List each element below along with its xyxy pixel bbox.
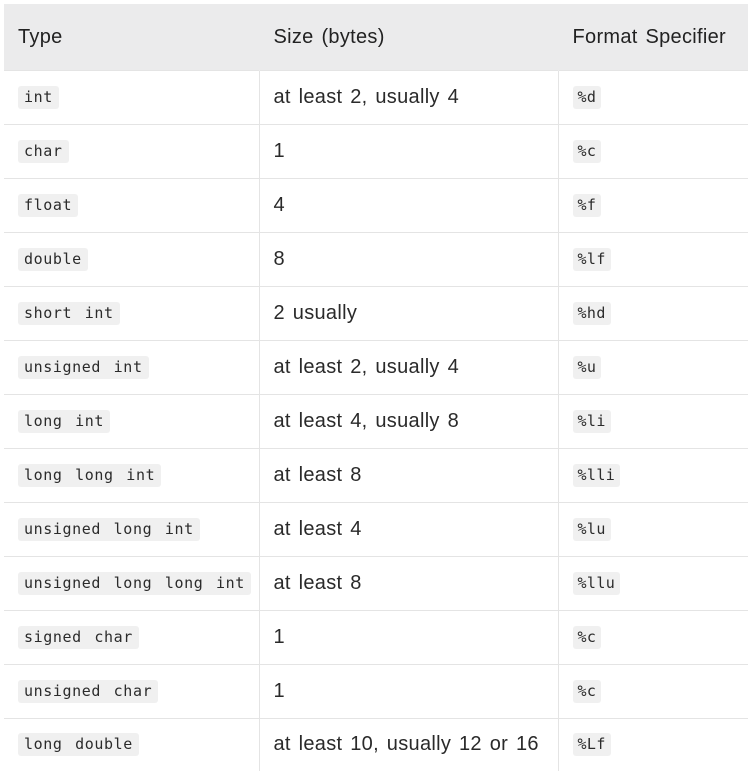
format-specifier-code: %d — [572, 86, 602, 109]
table-body: int at least 2, usually 4 %d char 1 %c float 4%… — [4, 70, 748, 771]
size-text: at least 4, usually 8 — [273, 410, 460, 432]
format-cell: %hd — [557, 286, 748, 341]
format-cell: %d — [557, 70, 748, 125]
type-cell: short int — [4, 286, 259, 341]
type-cell: unsigned char — [4, 664, 259, 719]
type-code: char — [18, 140, 69, 163]
size-cell: 2 usually — [258, 286, 558, 341]
type-code: unsigned long long int — [18, 572, 251, 595]
format-cell: %c — [557, 664, 748, 719]
size-cell: at least 8 — [258, 556, 558, 611]
format-cell: %f — [557, 178, 748, 233]
size-cell: at least 2, usually 4 — [258, 70, 558, 125]
size-cell: 1 — [258, 124, 558, 179]
type-cell: long long int — [4, 448, 259, 503]
format-specifier-code: %c — [572, 680, 602, 703]
type-cell: char — [4, 124, 259, 179]
size-cell: at least 10, usually 12 or 16 — [258, 718, 558, 771]
size-text: at least 2, usually 4 — [273, 86, 460, 108]
size-cell: at least 8 — [258, 448, 558, 503]
type-code: long int — [18, 410, 111, 433]
size-text: at least 8 — [273, 572, 362, 594]
format-cell: %Lf — [557, 718, 748, 771]
size-text: at least 8 — [273, 464, 362, 486]
size-cell: at least 2, usually 4 — [258, 340, 558, 395]
header-type: Type — [18, 25, 63, 48]
type-code: unsigned long int — [18, 518, 200, 541]
table-row: unsigned int at least 2, usually 4 %u — [4, 340, 748, 395]
format-specifier-code: %c — [572, 626, 602, 649]
size-text: 4 — [273, 194, 285, 216]
type-code: int — [18, 86, 59, 109]
size-cell: at least 4 — [258, 502, 558, 557]
format-cell: %lf — [557, 232, 748, 287]
type-code: long long int — [18, 464, 162, 487]
size-text: 8 — [273, 248, 285, 270]
type-code: short int — [18, 302, 120, 325]
size-text: at least 10, usually 12 or 16 — [273, 733, 539, 756]
type-cell: double — [4, 232, 259, 287]
type-cell: long double — [4, 718, 259, 771]
table-row: long long int at least 8 %lli — [4, 448, 748, 503]
format-specifier-code: %llu — [572, 572, 621, 595]
table-row: int at least 2, usually 4 %d — [4, 70, 748, 125]
table-row: double 8 %lf — [4, 232, 748, 287]
header-row: Type Size (bytes) Format Specifier — [4, 4, 748, 71]
type-cell: unsigned int — [4, 340, 259, 395]
header-size: Size (bytes) — [258, 4, 558, 71]
size-text: 1 — [273, 680, 285, 702]
type-code: unsigned char — [18, 680, 159, 703]
data-types-table-container: Type Size (bytes) Format Specifier int at… — [4, 4, 748, 771]
table-row: unsigned long long int at least 8 %llu — [4, 556, 748, 611]
format-specifier-code: %lu — [572, 518, 611, 541]
table-row: long double at least 10, usually 12 or 16… — [4, 718, 748, 771]
size-text: 1 — [273, 140, 285, 162]
format-specifier-code: %lli — [572, 464, 621, 487]
format-cell: %li — [557, 394, 748, 449]
format-specifier-code: %f — [572, 194, 602, 217]
type-code: double — [18, 248, 88, 271]
format-specifier-code: %li — [572, 410, 611, 433]
table-row: unsigned long int at least 4 %lu — [4, 502, 748, 557]
format-cell: %u — [557, 340, 748, 395]
type-cell: unsigned long long int — [4, 556, 259, 611]
table-row: char 1 %c — [4, 124, 748, 179]
size-text: at least 2, usually 4 — [273, 356, 460, 378]
type-code: signed char — [18, 626, 139, 649]
type-cell: long int — [4, 394, 259, 449]
table-header: Type Size (bytes) Format Specifier — [4, 4, 748, 71]
table-row: short int 2 usually %hd — [4, 286, 748, 341]
table-row: float 4 %f — [4, 178, 748, 233]
format-cell: %c — [557, 610, 748, 665]
format-cell: %lu — [557, 502, 748, 557]
size-cell: 4 — [258, 178, 558, 233]
type-code: float — [18, 194, 79, 217]
size-cell: 8 — [258, 232, 558, 287]
type-cell: signed char — [4, 610, 259, 665]
format-specifier-code: %Lf — [572, 733, 611, 757]
type-code: unsigned int — [18, 356, 149, 379]
table-row: long int at least 4, usually 8 %li — [4, 394, 748, 449]
size-cell: 1 — [258, 664, 558, 719]
table-row: unsigned char 1 %c — [4, 664, 748, 719]
size-text: 2 usually — [273, 302, 358, 324]
type-code: long double — [18, 733, 139, 757]
format-cell: %llu — [557, 556, 748, 611]
data-types-table: Type Size (bytes) Format Specifier int at… — [4, 4, 748, 771]
format-cell: %lli — [557, 448, 748, 503]
type-cell: float — [4, 178, 259, 233]
format-specifier-code: %u — [572, 356, 602, 379]
format-specifier-code: %hd — [572, 302, 611, 325]
table-row: signed char 1 %c — [4, 610, 748, 665]
size-cell: at least 4, usually 8 — [258, 394, 558, 449]
format-cell: %c — [557, 124, 748, 179]
format-specifier-code: %lf — [572, 248, 611, 271]
type-cell: int — [4, 70, 259, 125]
size-text: 1 — [273, 626, 285, 648]
format-specifier-code: %c — [572, 140, 602, 163]
header-format-specifier: Format Specifier — [557, 4, 748, 71]
size-text: at least 4 — [273, 518, 362, 540]
type-cell: unsigned long int — [4, 502, 259, 557]
size-cell: 1 — [258, 610, 558, 665]
